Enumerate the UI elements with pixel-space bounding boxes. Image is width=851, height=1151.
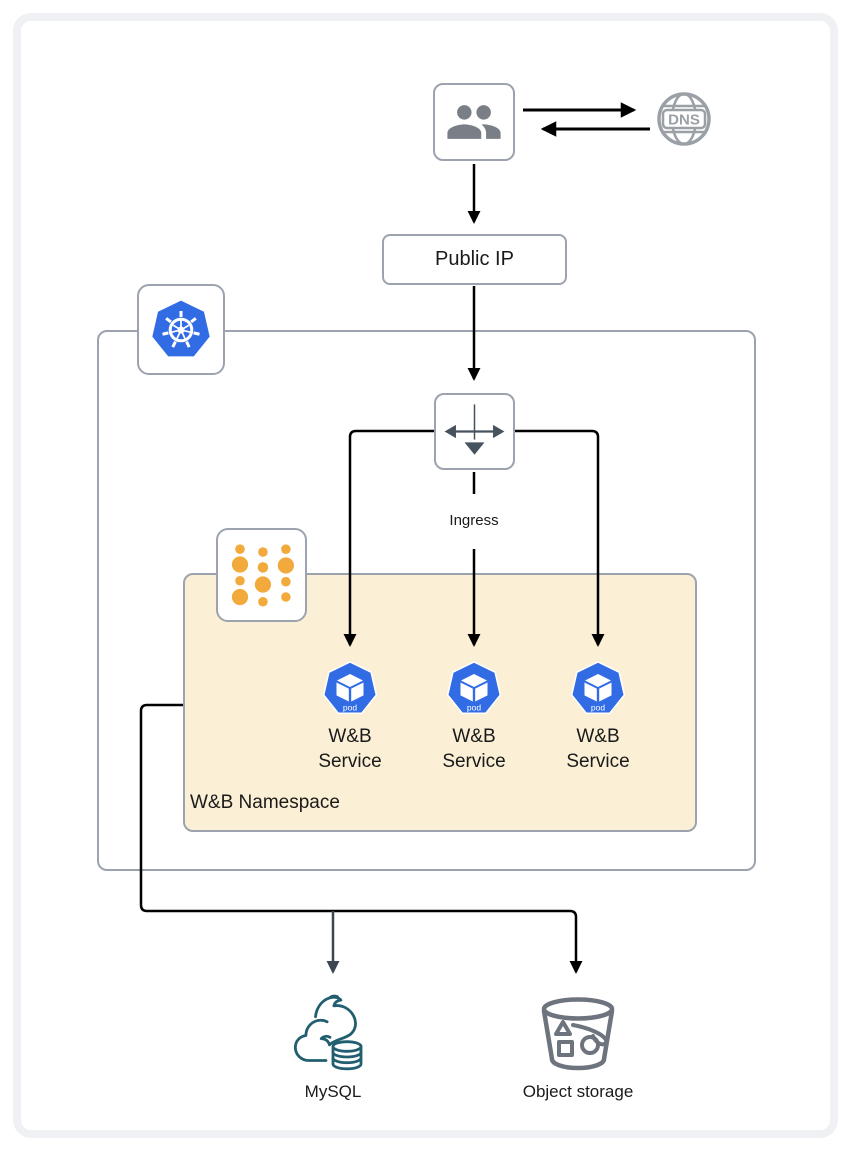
mysql-label: MySQL xyxy=(304,1082,362,1101)
pod-node-1: pod xyxy=(322,661,378,717)
dns-icon: DNS xyxy=(657,92,711,146)
public-ip-node: Public IP xyxy=(382,234,567,285)
pod-label-3: W&B Service xyxy=(566,726,630,772)
public-ip-label: Public IP xyxy=(435,248,514,270)
namespace-label: W&B Namespace xyxy=(190,792,340,813)
wandb-icon xyxy=(231,544,295,607)
pod-icon: pod xyxy=(570,661,626,715)
users-node xyxy=(433,83,515,161)
pod-node-3: pod xyxy=(570,661,626,717)
wandb-logo-node xyxy=(216,528,307,622)
pod-icon: pod xyxy=(322,661,378,715)
pod-icon: pod xyxy=(446,661,502,715)
ingress-icon xyxy=(444,404,505,455)
kubernetes-logo-node xyxy=(137,284,225,375)
pod-badge: pod xyxy=(343,703,357,713)
object-storage-node xyxy=(536,995,620,1079)
users-icon xyxy=(447,105,501,139)
ingress-label: Ingress xyxy=(449,512,499,529)
pod-node-2: pod xyxy=(446,661,502,717)
object-storage-label: Object storage xyxy=(522,1082,634,1101)
pod-label-2: W&B Service xyxy=(442,726,506,772)
kubernetes-icon xyxy=(152,300,210,356)
ingress-node xyxy=(434,393,515,470)
mysql-icon xyxy=(293,994,363,1071)
dns-node: DNS xyxy=(656,91,712,147)
pod-badge: pod xyxy=(591,703,605,713)
pod-badge: pod xyxy=(467,703,481,713)
dns-label: DNS xyxy=(668,112,700,129)
object-storage-icon xyxy=(541,997,615,1071)
mysql-node xyxy=(291,993,375,1079)
pod-label-1: W&B Service xyxy=(318,726,382,772)
